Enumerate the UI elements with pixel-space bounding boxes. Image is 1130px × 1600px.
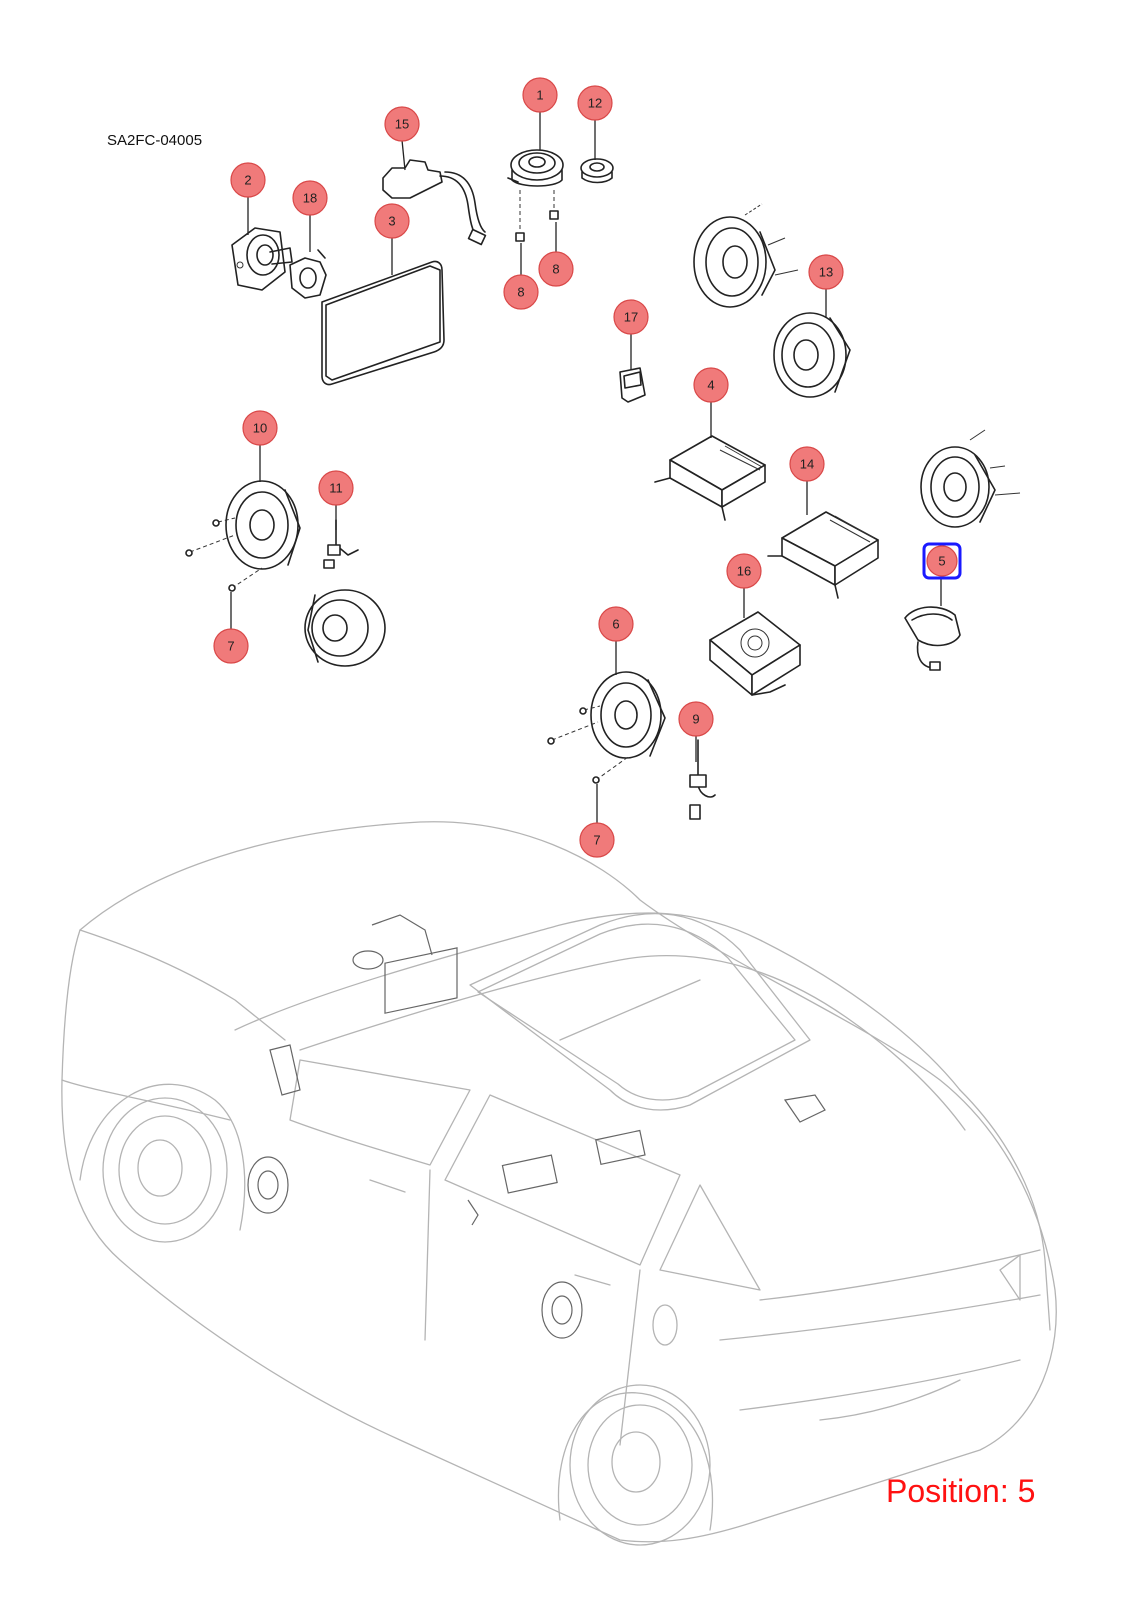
part-3-display-panel	[321, 260, 445, 386]
callout-4[interactable]: 4	[693, 367, 729, 403]
callout-7[interactable]: 7	[213, 628, 249, 664]
part-6-woofer	[547, 671, 666, 784]
part-11-connector	[323, 519, 359, 569]
part-14-amplifier	[767, 511, 879, 599]
callout-6[interactable]: 6	[598, 606, 634, 642]
svg-text:18: 18	[303, 191, 317, 206]
part-17-module	[619, 367, 646, 403]
svg-text:2: 2	[244, 173, 251, 188]
part-5-antenna	[904, 606, 961, 671]
callout-11[interactable]: 11	[318, 470, 354, 506]
callout-17[interactable]: 17	[613, 299, 649, 335]
svg-text:1: 1	[536, 88, 543, 103]
highlight-frame	[922, 542, 962, 580]
svg-text:8: 8	[517, 285, 524, 300]
callout-14[interactable]: 14	[789, 446, 825, 482]
position-label: Position: 5	[886, 1473, 1036, 1509]
svg-text:10: 10	[253, 421, 267, 436]
part-woofer-rear-view	[304, 589, 386, 667]
svg-text:16: 16	[737, 564, 751, 579]
vehicle-installed-parts	[247, 914, 826, 1339]
svg-text:13: 13	[819, 265, 833, 280]
svg-text:8: 8	[552, 262, 559, 277]
svg-text:14: 14	[800, 457, 814, 472]
part-1-speaker	[507, 149, 564, 187]
part-12-tweeter	[580, 158, 614, 184]
callout-8[interactable]: 8	[503, 274, 539, 310]
callout-13[interactable]: 13	[808, 254, 844, 290]
part-2-speaker-bracket	[231, 227, 293, 291]
part-15-harness-bracket	[382, 159, 487, 246]
callout-1[interactable]: 1	[522, 77, 558, 113]
callout-9[interactable]: 9	[678, 701, 714, 737]
part-9-connector	[689, 739, 716, 820]
part-8-clips	[515, 190, 559, 242]
callout-2[interactable]: 2	[230, 162, 266, 198]
part-rear-speaker	[920, 429, 1021, 528]
svg-text:3: 3	[388, 214, 395, 229]
callout-10[interactable]: 10	[242, 410, 278, 446]
diagram-code: SA2FC-04005	[107, 132, 203, 149]
svg-text:11: 11	[329, 481, 343, 496]
callout-7-second[interactable]: 7	[579, 822, 615, 858]
svg-text:12: 12	[588, 96, 602, 111]
part-16-heatsink-amp	[709, 611, 801, 696]
callout-16[interactable]: 16	[726, 553, 762, 589]
leader-lines	[230, 109, 942, 824]
callout-12[interactable]: 12	[577, 85, 613, 121]
callout-8-second[interactable]: 8	[538, 251, 574, 287]
part-13-speaker	[693, 203, 851, 398]
part-18-bracket	[289, 249, 327, 299]
callout-3[interactable]: 3	[374, 203, 410, 239]
svg-text:9: 9	[692, 712, 699, 727]
svg-text:5: 5	[938, 554, 945, 569]
part-10-woofer	[185, 480, 301, 592]
callout-15[interactable]: 15	[384, 106, 420, 142]
vehicle-outline	[61, 821, 1057, 1546]
svg-text:15: 15	[395, 117, 409, 132]
svg-text:4: 4	[707, 378, 714, 393]
svg-text:17: 17	[624, 310, 638, 325]
svg-text:7: 7	[593, 833, 600, 848]
callout-5[interactable]: 5	[922, 542, 962, 580]
svg-text:6: 6	[612, 617, 619, 632]
part-4-amplifier	[654, 435, 766, 521]
svg-text:7: 7	[227, 639, 234, 654]
callout-18[interactable]: 18	[292, 180, 328, 216]
